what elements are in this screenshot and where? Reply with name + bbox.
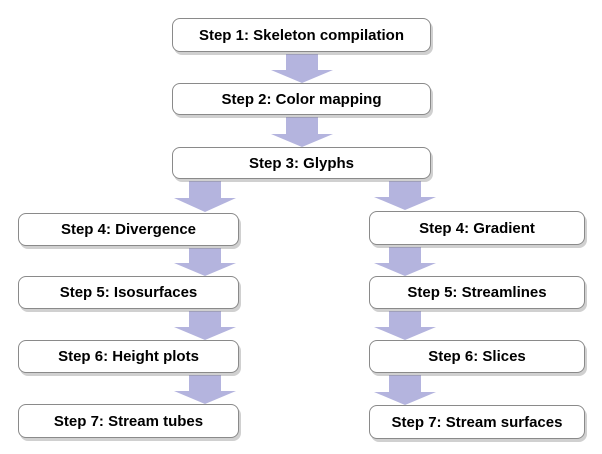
- step-7-stream-surfaces-box: Step 7: Stream surfaces: [369, 405, 585, 439]
- arrow-step1-to-step2: [271, 54, 333, 83]
- arrow-isosurfaces-to-height-plots: [174, 311, 236, 340]
- arrow-streamlines-to-slices: [374, 311, 436, 340]
- arrow-slices-to-stream-surfaces: [374, 375, 436, 405]
- step-4-gradient-box: Step 4: Gradient: [369, 211, 585, 245]
- arrow-step3-to-gradient: [374, 181, 436, 210]
- step-3-box: Step 3: Glyphs: [172, 147, 431, 179]
- step-5-streamlines-box: Step 5: Streamlines: [369, 276, 585, 309]
- step-5-isosurfaces-box: Step 5: Isosurfaces: [18, 276, 239, 309]
- step-1-box: Step 1: Skeleton compilation: [172, 18, 431, 52]
- arrow-divergence-to-isosurfaces: [174, 248, 236, 276]
- arrow-gradient-to-streamlines: [374, 247, 436, 276]
- step-2-box: Step 2: Color mapping: [172, 83, 431, 115]
- step-4-divergence-box: Step 4: Divergence: [18, 213, 239, 246]
- arrow-height-plots-to-stream-tubes: [174, 375, 236, 404]
- arrow-step2-to-step3: [271, 117, 333, 147]
- step-6-height-plots-box: Step 6: Height plots: [18, 340, 239, 373]
- step-7-stream-tubes-box: Step 7: Stream tubes: [18, 404, 239, 438]
- step-6-slices-box: Step 6: Slices: [369, 340, 585, 373]
- arrow-step3-to-divergence: [174, 181, 236, 212]
